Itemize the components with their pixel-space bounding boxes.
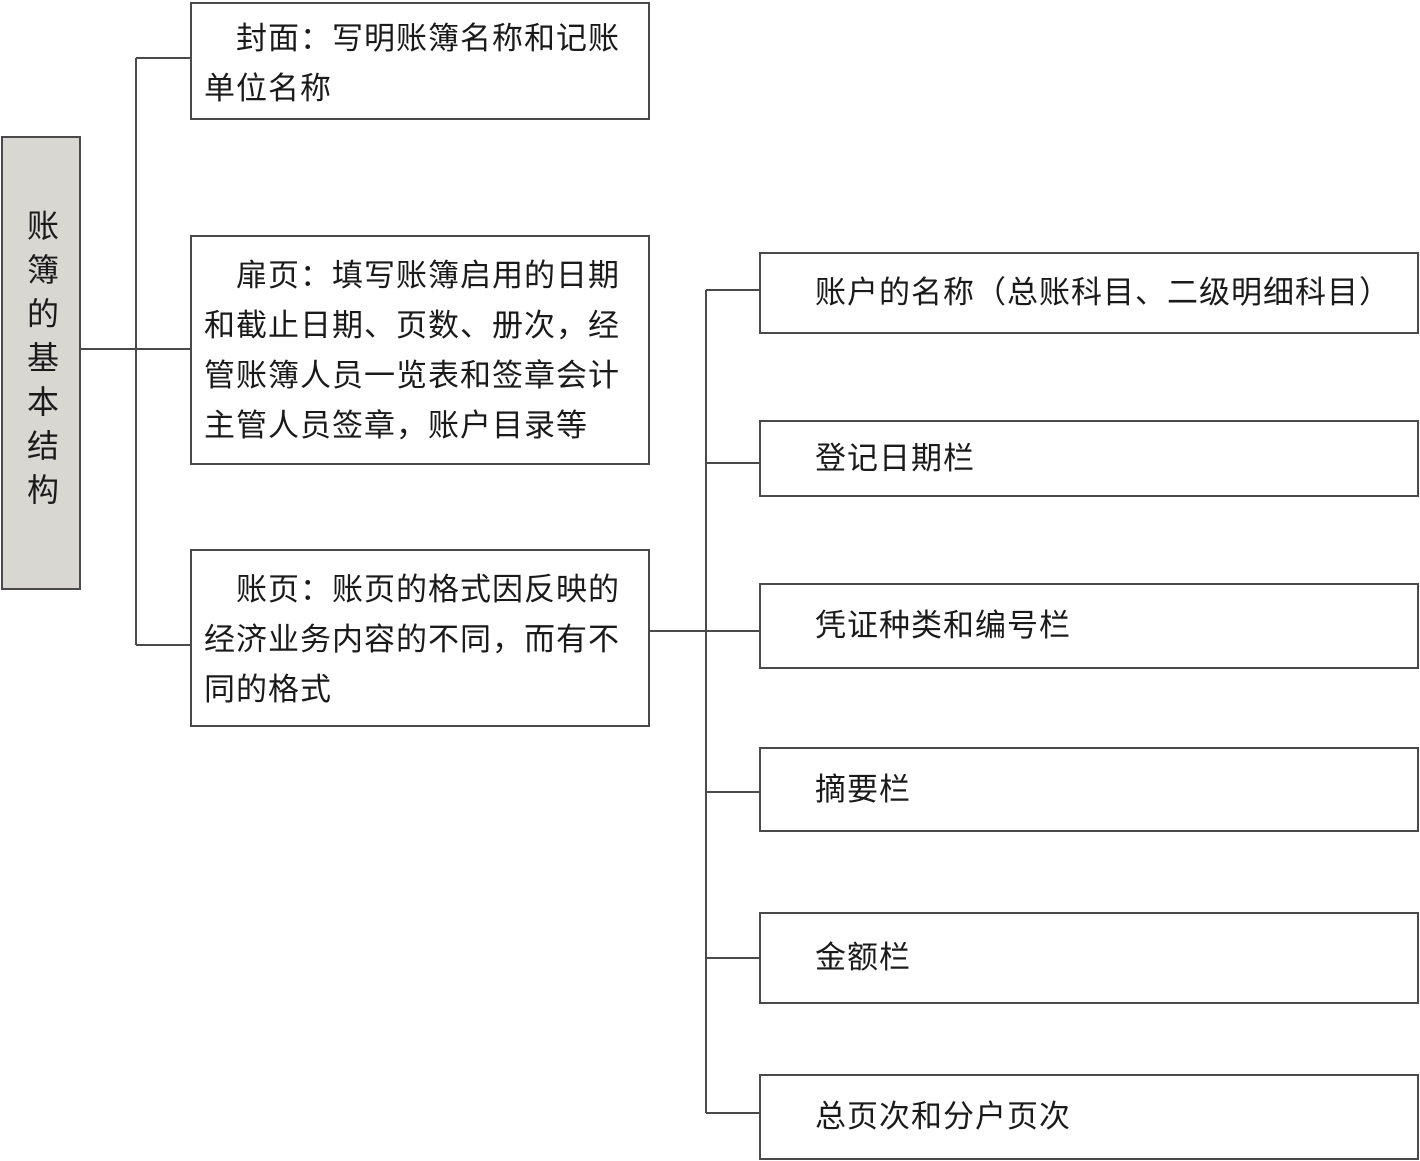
root-node: 账簿的基本结构 bbox=[1, 136, 81, 590]
field-label: 登记日期栏 bbox=[815, 440, 975, 477]
field-label: 账户的名称（总账科目、二级明细科目） bbox=[815, 275, 1391, 311]
node-field-voucher: 凭证种类和编号栏 bbox=[759, 583, 1419, 669]
node-field-summary: 摘要栏 bbox=[759, 747, 1419, 832]
field-label: 凭证种类和编号栏 bbox=[815, 608, 1071, 644]
node-cover: 封面：写明账簿名称和记账单位名称 bbox=[190, 2, 650, 120]
node-field-date: 登记日期栏 bbox=[759, 420, 1419, 497]
node-flyleaf: 扉页：填写账簿启用的日期和截止日期、页数、册次，经管账簿人员一览表和签章会计主管… bbox=[190, 235, 650, 465]
node-field-page-numbers: 总页次和分户页次 bbox=[759, 1074, 1419, 1160]
field-label: 摘要栏 bbox=[815, 771, 911, 808]
field-label: 金额栏 bbox=[815, 940, 911, 976]
node-field-amount: 金额栏 bbox=[759, 912, 1419, 1004]
node-account-pages: 账页：账页的格式因反映的经济业务内容的不同，而有不同的格式 bbox=[190, 549, 650, 727]
root-label: 账簿的基本结构 bbox=[22, 209, 60, 517]
node-field-account-name: 账户的名称（总账科目、二级明细科目） bbox=[759, 252, 1419, 334]
field-label: 总页次和分户页次 bbox=[815, 1099, 1071, 1135]
